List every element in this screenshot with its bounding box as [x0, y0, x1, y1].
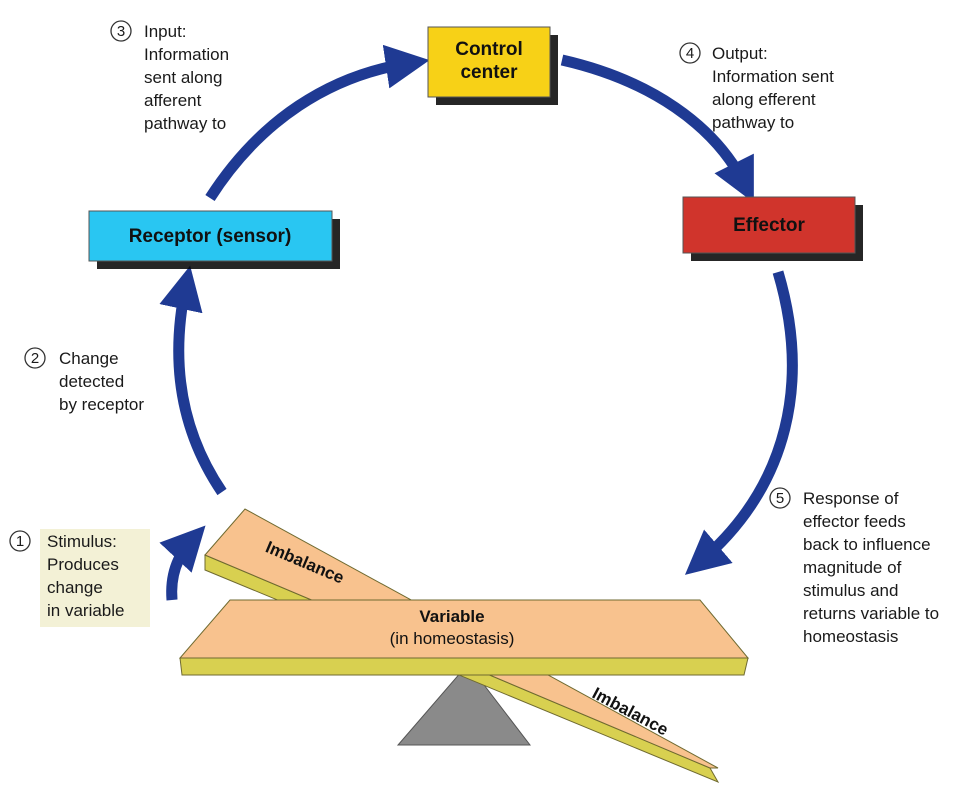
arrow-response	[684, 270, 798, 575]
arrow-input	[205, 44, 430, 201]
step-5-line2: effector feeds	[803, 512, 906, 531]
step-3-badge	[110, 20, 132, 42]
step-5-line5: stimulus and	[803, 581, 898, 600]
step-3-line4: afferent	[144, 91, 202, 110]
step-1-number: 1	[16, 533, 24, 550]
step-2-annotation: 2 Change detected by receptor	[24, 347, 144, 414]
arrow-output	[560, 54, 754, 203]
step-4-annotation: 4 Output: Information sent along efferen…	[679, 42, 834, 132]
arrow-stimulus	[159, 525, 206, 601]
step-3-line3: sent along	[144, 68, 222, 87]
step-2-badge	[24, 347, 46, 369]
control-center-fill	[427, 26, 551, 98]
receptor-label: Receptor (sensor)	[129, 226, 292, 247]
step-3-number: 3	[117, 23, 125, 40]
effector-label: Effector	[733, 215, 805, 236]
step-1-badge	[9, 530, 31, 552]
control-center-label-line2: center	[460, 62, 518, 83]
step-1-annotation: 1 Stimulus: Produces change in variable	[9, 529, 150, 627]
stimulus-highlight	[40, 529, 150, 627]
step-1-line2: Produces	[47, 555, 119, 574]
step-1-line1: Stimulus:	[47, 532, 117, 551]
step-5-number: 5	[776, 490, 784, 507]
step-5-badge	[769, 487, 791, 509]
step-3-line2: Information	[144, 45, 229, 64]
step-5-line6: returns variable to	[803, 604, 939, 623]
control-center-box: Control center	[427, 26, 558, 105]
step-5-line4: magnitude of	[803, 558, 902, 577]
step-2-line2: detected	[59, 372, 124, 391]
variable-beam-edge	[179, 657, 749, 676]
step-4-line3: along efferent	[712, 90, 816, 109]
step-4-line2: Information sent	[712, 67, 834, 86]
step-5-line3: back to influence	[803, 535, 931, 554]
step-2-line3: by receptor	[59, 395, 144, 414]
effector-fill	[682, 196, 856, 254]
step-2-number: 2	[31, 350, 39, 367]
step-5-annotation: 5 Response of effector feeds back to inf…	[769, 487, 939, 646]
receptor-box: Receptor (sensor)	[88, 210, 340, 269]
step-3-line1: Input:	[144, 22, 187, 41]
step-3-line5: pathway to	[144, 114, 226, 133]
step-4-line4: pathway to	[712, 113, 794, 132]
balance-seesaw: Imbalance Variable (in homeostasis) Imba…	[178, 508, 750, 784]
step-5-line7: homeostasis	[803, 627, 898, 646]
step-3-annotation: 3 Input: Information sent along afferent…	[110, 20, 229, 133]
step-4-number: 4	[686, 45, 694, 62]
variable-sub-label: (in homeostasis)	[390, 629, 515, 648]
control-center-label-line1: Control	[455, 39, 523, 60]
step-4-badge	[679, 42, 701, 64]
step-5-line1: Response of	[803, 489, 899, 508]
variable-beam	[178, 599, 750, 659]
receptor-fill	[88, 210, 333, 262]
step-1-line3: change	[47, 578, 103, 597]
step-4-line1: Output:	[712, 44, 768, 63]
variable-label: Variable	[419, 607, 484, 626]
step-2-line1: Change	[59, 349, 119, 368]
effector-box: Effector	[682, 196, 863, 261]
step-1-line4: in variable	[47, 601, 125, 620]
fulcrum	[396, 663, 532, 746]
arrow-change-detected	[159, 265, 227, 496]
